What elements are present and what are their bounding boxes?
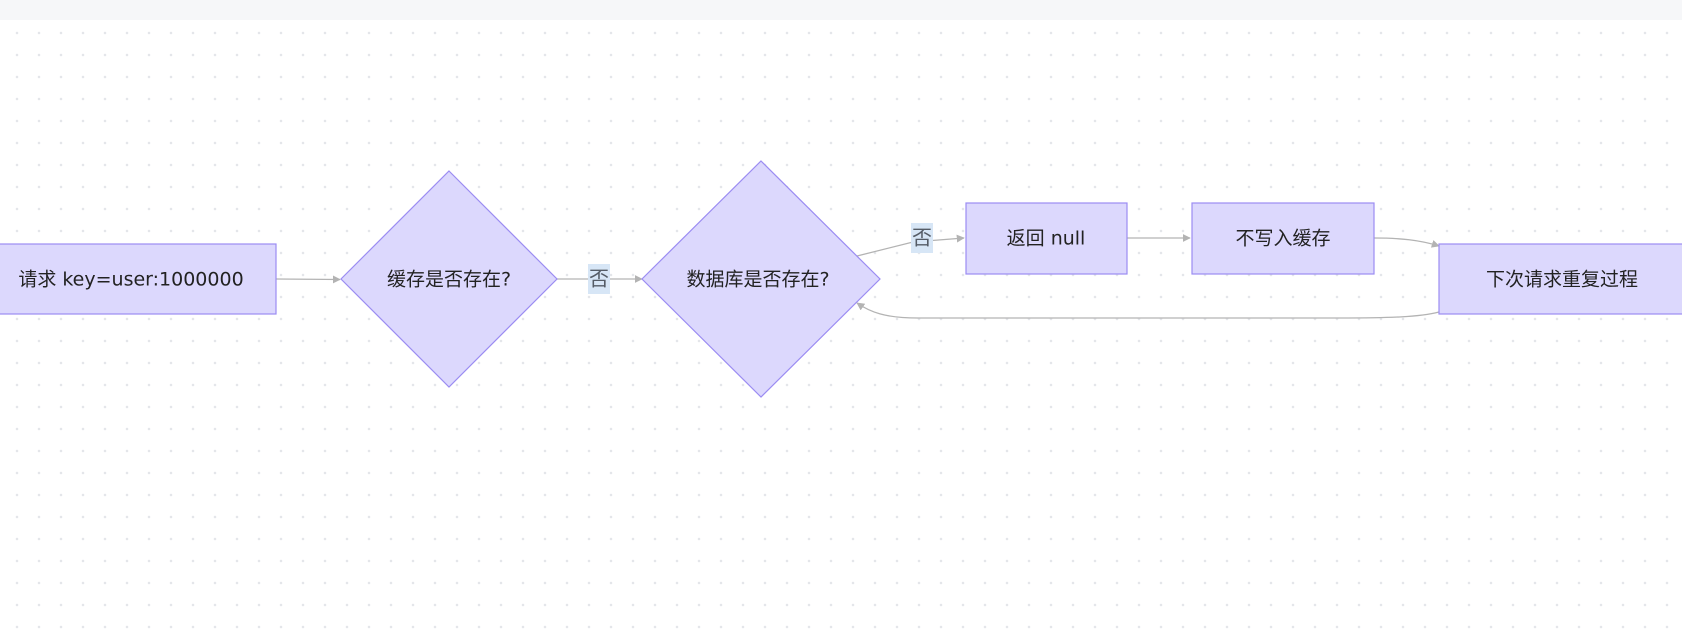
node-request[interactable]: 请求 key=user:1000000 (0, 243, 277, 315)
node-next-request-label: 下次请求重复过程 (1486, 269, 1638, 291)
diagram-canvas (0, 20, 1682, 633)
svg-text:否: 否 (912, 226, 932, 250)
node-cache-check[interactable]: 缓存是否存在? (340, 170, 558, 388)
node-db-check-label: 数据库是否存在? (686, 269, 829, 291)
svg-text:否: 否 (589, 267, 609, 291)
edge-next-request-to-db-check (856, 302, 1440, 319)
edge-request-to-cache-check (275, 275, 341, 284)
node-cache-check-label: 缓存是否存在? (387, 269, 511, 291)
edge-label-cache-no: 否 (588, 264, 610, 294)
top-bar (0, 0, 1682, 20)
node-no-write-cache-label: 不写入缓存 (1235, 228, 1330, 250)
node-return-null-label: 返回 null (1007, 228, 1086, 250)
node-db-check[interactable]: 数据库是否存在? (641, 160, 881, 398)
edge-db-check-to-return-null (856, 234, 965, 257)
node-return-null[interactable]: 返回 null (965, 202, 1128, 275)
node-no-write-cache[interactable]: 不写入缓存 (1191, 202, 1375, 275)
edge-label-db-no: 否 (911, 223, 933, 253)
edge-no-write-cache-to-next-request (1373, 237, 1440, 248)
node-request-label: 请求 key=user:1000000 (18, 269, 243, 291)
node-next-request[interactable]: 下次请求重复过程 (1438, 243, 1682, 315)
